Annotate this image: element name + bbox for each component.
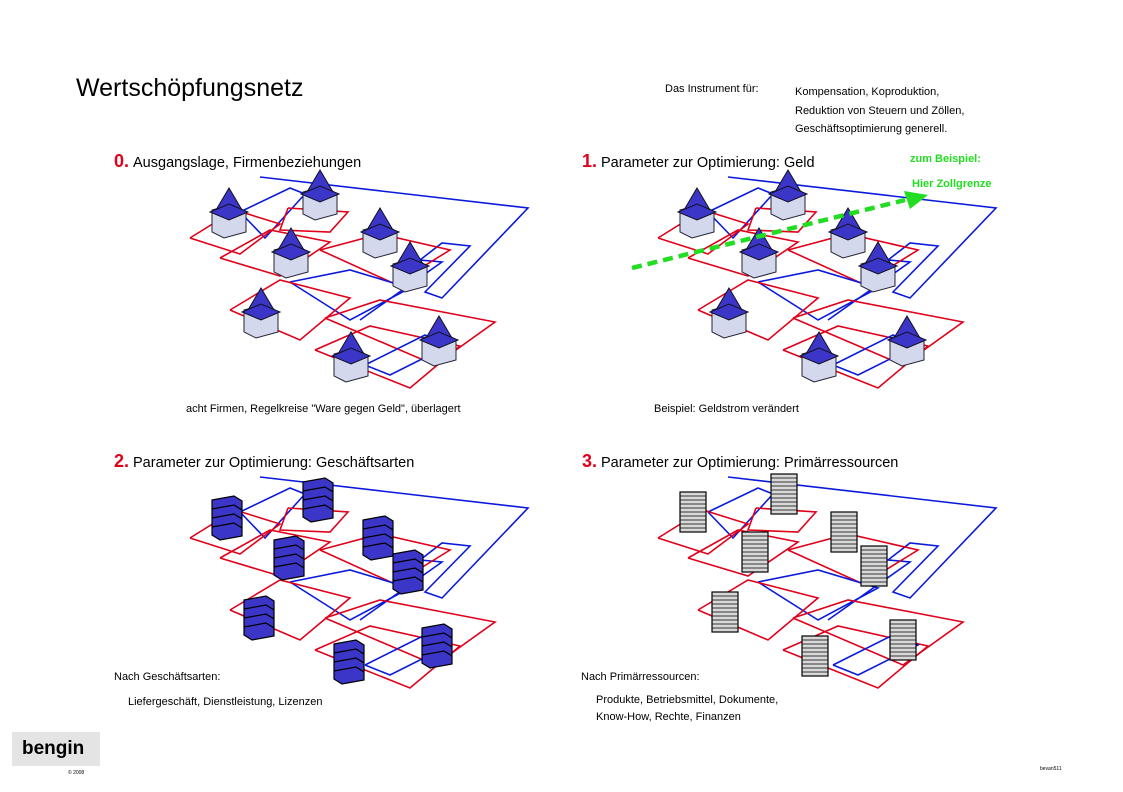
instrument-line: Reduktion von Steuern und Zöllen,	[795, 104, 965, 117]
s2-red-loop	[319, 533, 453, 585]
section-3-title: 3.Parameter zur Optimierung: Primärresso…	[582, 451, 898, 472]
s1-blue-outer-loop	[727, 176, 998, 321]
s1-factory-base	[708, 303, 750, 321]
s0-factory-base	[330, 347, 372, 365]
section-3-number: 3.	[582, 451, 598, 471]
s3-red-loop	[787, 533, 921, 585]
s3-blue-loop	[832, 634, 920, 676]
s2-red-loop	[219, 529, 333, 577]
section-0-text: Ausgangslage, Firmenbeziehungen	[133, 155, 362, 171]
s1-red-loop	[687, 229, 801, 277]
s1-factory-base	[767, 185, 809, 203]
caption-section-1: Beispiel: Geldstrom verändert	[654, 403, 799, 415]
caption-section-2-heading: Nach Geschäftsarten:	[114, 671, 221, 683]
s1-factory-base	[676, 203, 718, 221]
s0-factory-base	[270, 243, 312, 261]
page-title: Wertschöpfungsnetz	[76, 74, 304, 102]
s2-stack-block	[421, 650, 453, 669]
s0-factory-base	[418, 331, 460, 349]
s2-stack-block	[243, 622, 275, 641]
instrument-line: Kompensation, Koproduktion,	[795, 86, 940, 98]
s0-factory-base	[389, 257, 431, 275]
section-1-text: Parameter zur Optimierung: Geld	[601, 155, 815, 171]
section-0-number: 0.	[114, 151, 130, 171]
document-reference: bevan511	[1040, 766, 1062, 772]
s0-factory-base	[208, 203, 250, 221]
s0-factory-base	[359, 223, 401, 241]
s0-blue-outer-loop	[259, 176, 530, 321]
section-2-number: 2.	[114, 451, 130, 471]
copyright-note: © 2008	[68, 770, 85, 776]
s1-factory-base	[798, 347, 840, 365]
section-1-number: 1.	[582, 151, 598, 171]
caption-section-3-line: Produkte, Betriebsmittel, Dokumente,	[596, 694, 779, 706]
s1-blue-loop	[757, 269, 881, 321]
s3-red-loop	[782, 625, 930, 689]
s2-stack-block	[392, 576, 424, 595]
s3-red-loop	[687, 529, 801, 577]
example-note-line-2: Hier Zollgrenze	[912, 178, 992, 190]
s1-red-loop	[792, 299, 965, 366]
s2-blue-loop	[289, 569, 413, 621]
s2-stack-block	[302, 504, 334, 523]
s1-customs-border-arrowhead	[904, 191, 928, 209]
s2-red-loop	[314, 625, 462, 689]
example-note-line-1: zum Beispiel:	[910, 153, 981, 165]
section-2-title: 2.Parameter zur Optimierung: Geschäftsar…	[114, 451, 414, 472]
s2-red-loop	[324, 599, 497, 666]
s0-red-loop	[324, 299, 497, 366]
s1-factory-base	[857, 257, 899, 275]
s0-factory-base	[299, 185, 341, 203]
instrument-label: Das Instrument für:	[665, 83, 759, 95]
s3-red-loop	[697, 579, 820, 641]
s1-factory-base	[886, 331, 928, 349]
s2-stack-block	[273, 562, 305, 581]
s0-blue-loop	[289, 269, 413, 321]
section-3-text: Parameter zur Optimierung: Primärressour…	[601, 455, 899, 471]
s2-blue-outer-loop	[259, 476, 530, 621]
caption-section-0: acht Firmen, Regelkreise "Ware gegen Gel…	[186, 403, 461, 415]
instrument-line: Geschäftsoptimierung generell.	[795, 123, 948, 135]
section-1-title: 1.Parameter zur Optimierung: Geld	[582, 151, 815, 172]
instrument-description: Kompensation, Koproduktion, Reduktion vo…	[795, 83, 964, 139]
caption-section-3-line: Know-How, Rechte, Finanzen	[596, 711, 741, 723]
s0-red-loop	[219, 229, 333, 277]
section-2-text: Parameter zur Optimierung: Geschäftsarte…	[133, 455, 415, 471]
s0-red-loop	[319, 233, 453, 285]
caption-section-3-heading: Nach Primärressourcen:	[581, 671, 700, 683]
s2-stack-block	[211, 522, 243, 541]
section-0-title: 0.Ausgangslage, Firmenbeziehungen	[114, 151, 361, 172]
s3-red-loop	[792, 599, 965, 666]
s3-blue-outer-loop	[727, 476, 998, 621]
caption-section-2-line: Liefergeschäft, Dienstleistung, Lizenzen	[128, 696, 323, 708]
s3-blue-loop	[757, 569, 881, 621]
s2-red-loop	[229, 579, 352, 641]
s1-factory-base	[738, 243, 780, 261]
s1-red-loop	[787, 233, 921, 285]
s2-stack-block	[333, 666, 365, 685]
s1-factory-base	[827, 223, 869, 241]
s0-factory-base	[240, 303, 282, 321]
bengin-logo: bengin	[12, 732, 100, 766]
